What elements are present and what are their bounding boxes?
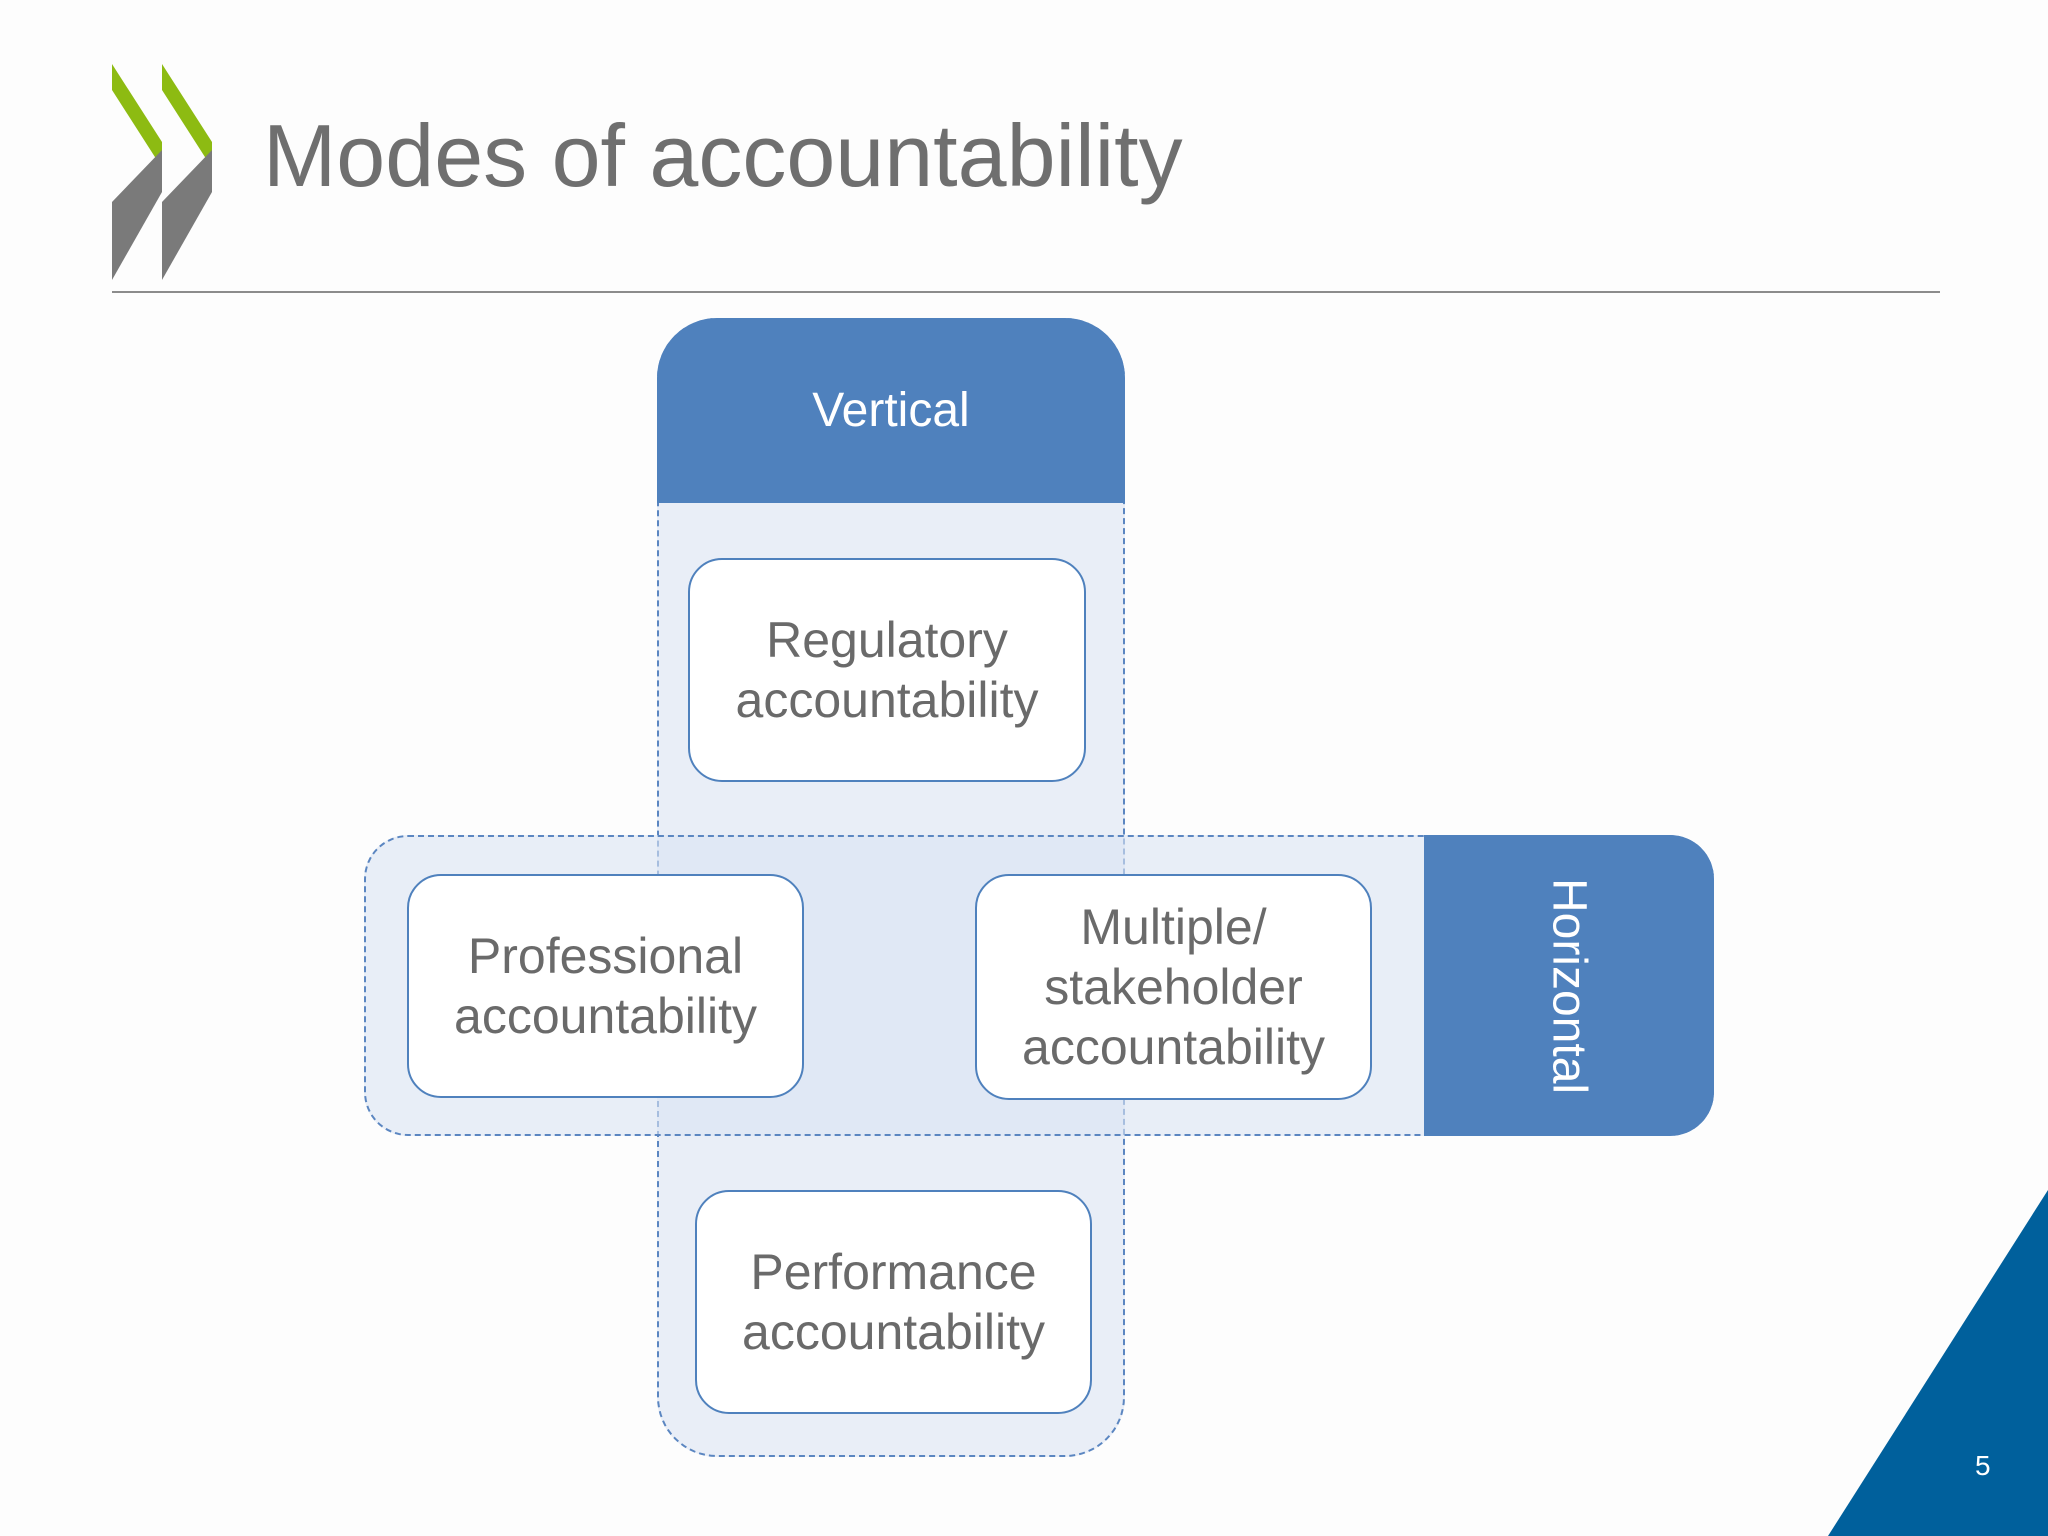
performance-accountability-box: Performance accountability: [695, 1190, 1092, 1414]
professional-accountability-box: Professional accountability: [407, 874, 804, 1098]
page-number: 5: [1975, 1450, 1991, 1481]
professional-accountability-label: Professional accountability: [454, 928, 757, 1044]
vertical-label: Vertical: [812, 384, 970, 437]
corner-triangle-decoration: [1828, 1190, 2048, 1536]
horizontal-label: Horizontal: [1542, 877, 1596, 1094]
oecd-chevron-logo-icon: [112, 64, 212, 280]
page-title: Modes of accountability: [263, 106, 1183, 205]
multiple-stakeholder-accountability-box: Multiple/ stakeholder accountability: [975, 874, 1372, 1100]
title-divider: [112, 291, 1940, 293]
performance-accountability-label: Performance accountability: [742, 1244, 1045, 1360]
multiple-stakeholder-accountability-label: Multiple/ stakeholder accountability: [1022, 899, 1325, 1075]
vertical-header: Vertical: [657, 318, 1125, 503]
regulatory-accountability-box: Regulatory accountability: [688, 558, 1086, 782]
regulatory-accountability-label: Regulatory accountability: [735, 612, 1039, 728]
horizontal-header: Horizontal: [1424, 835, 1714, 1136]
